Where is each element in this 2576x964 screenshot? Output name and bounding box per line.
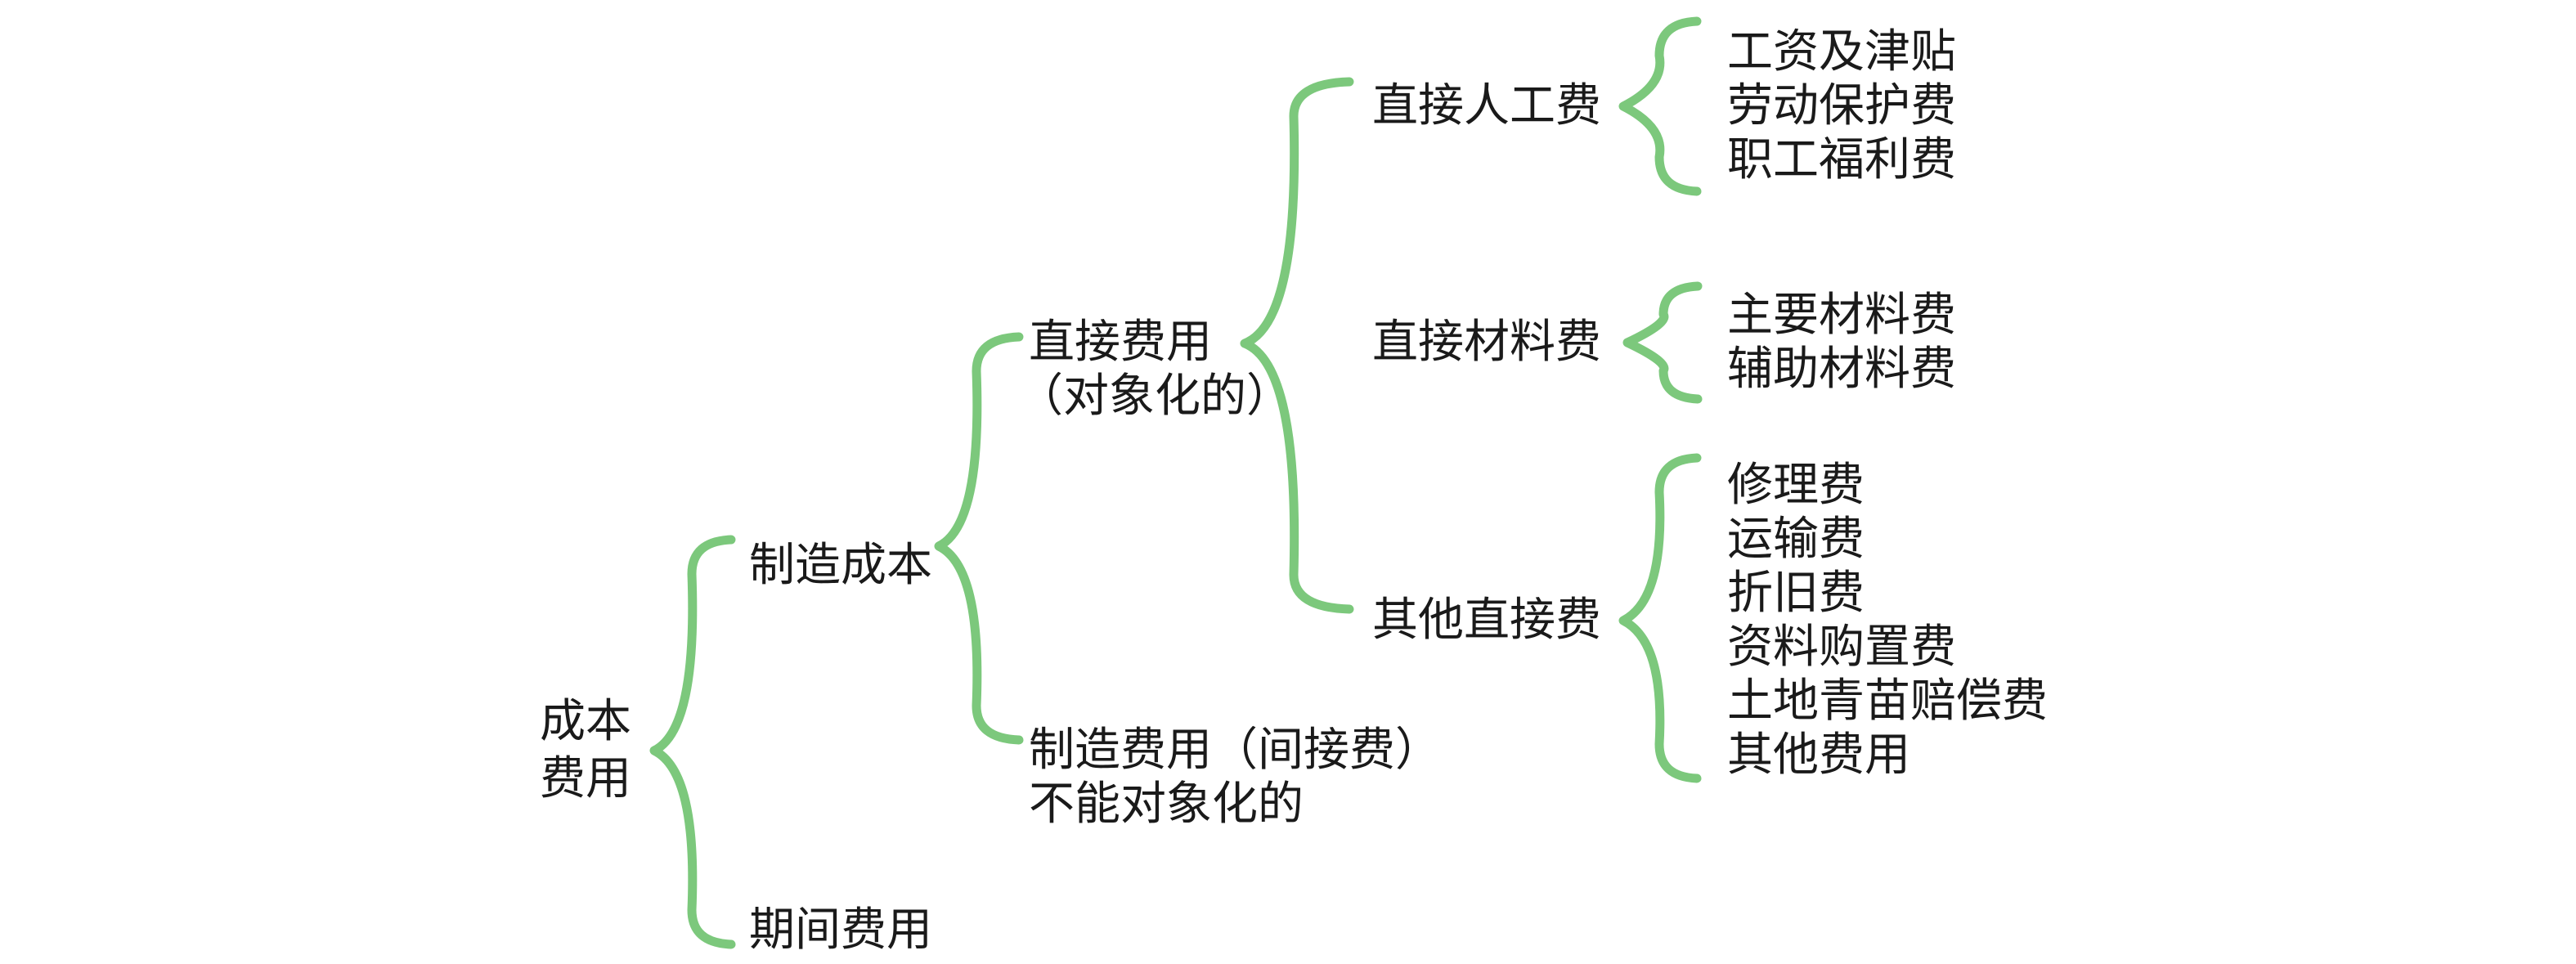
leaf-item: 修理费	[1727, 460, 1865, 511]
node-root-line2: 费用	[540, 754, 631, 805]
node-direct-material: 直接材料费	[1372, 317, 1601, 368]
node-period-expense: 期间费用	[749, 905, 932, 956]
leaf-group-labor: 工资及津贴 劳动保护费 职工福利费	[1727, 25, 1956, 187]
leaf-item: 运输费	[1727, 514, 1865, 565]
brace-direct-material-icon	[1622, 281, 1703, 404]
brace-other-direct-icon	[1618, 453, 1702, 783]
leaf-group-other: 修理费 运输费 折旧费 资料购置费 土地青苗赔偿费 其他费用	[1727, 459, 2048, 782]
leaf-item: 职工福利费	[1727, 135, 1956, 186]
brace-direct-expense-icon	[1240, 77, 1354, 614]
node-direct-expense-line1: 直接费用	[1029, 317, 1212, 368]
leaf-item: 辅助材料费	[1727, 344, 1956, 395]
leaf-item: 折旧费	[1727, 568, 1865, 619]
leaf-item: 劳动保护费	[1727, 81, 1956, 132]
leaf-item: 主要材料费	[1727, 290, 1956, 341]
node-manufacturing-cost: 制造成本	[749, 540, 932, 591]
node-manufacturing-overhead-line2: 不能对象化的	[1029, 779, 1304, 830]
node-other-direct: 其他直接费	[1372, 595, 1601, 646]
node-direct-expense: 直接费用 （对象化的）	[1017, 316, 1292, 424]
node-manufacturing-overhead: 制造费用（间接费） 不能对象化的	[1029, 724, 1441, 832]
brace-manufacturing-cost-icon	[934, 332, 1024, 745]
brace-direct-labor-icon	[1618, 16, 1702, 196]
node-root-cost-expense: 成本 费用	[533, 693, 638, 808]
leaf-item: 工资及津贴	[1727, 27, 1956, 78]
node-manufacturing-overhead-line1: 制造费用（间接费）	[1029, 725, 1441, 776]
node-direct-labor: 直接人工费	[1372, 81, 1601, 132]
leaf-group-material: 主要材料费 辅助材料费	[1727, 289, 1956, 397]
leaf-item: 资料购置费	[1727, 622, 1956, 673]
leaf-item: 土地青苗赔偿费	[1727, 676, 2048, 727]
brace-root-icon	[649, 535, 736, 949]
leaf-item: 其他费用	[1727, 730, 1910, 781]
node-direct-expense-line2: （对象化的）	[1017, 371, 1292, 422]
node-root-line1: 成本	[540, 697, 631, 747]
